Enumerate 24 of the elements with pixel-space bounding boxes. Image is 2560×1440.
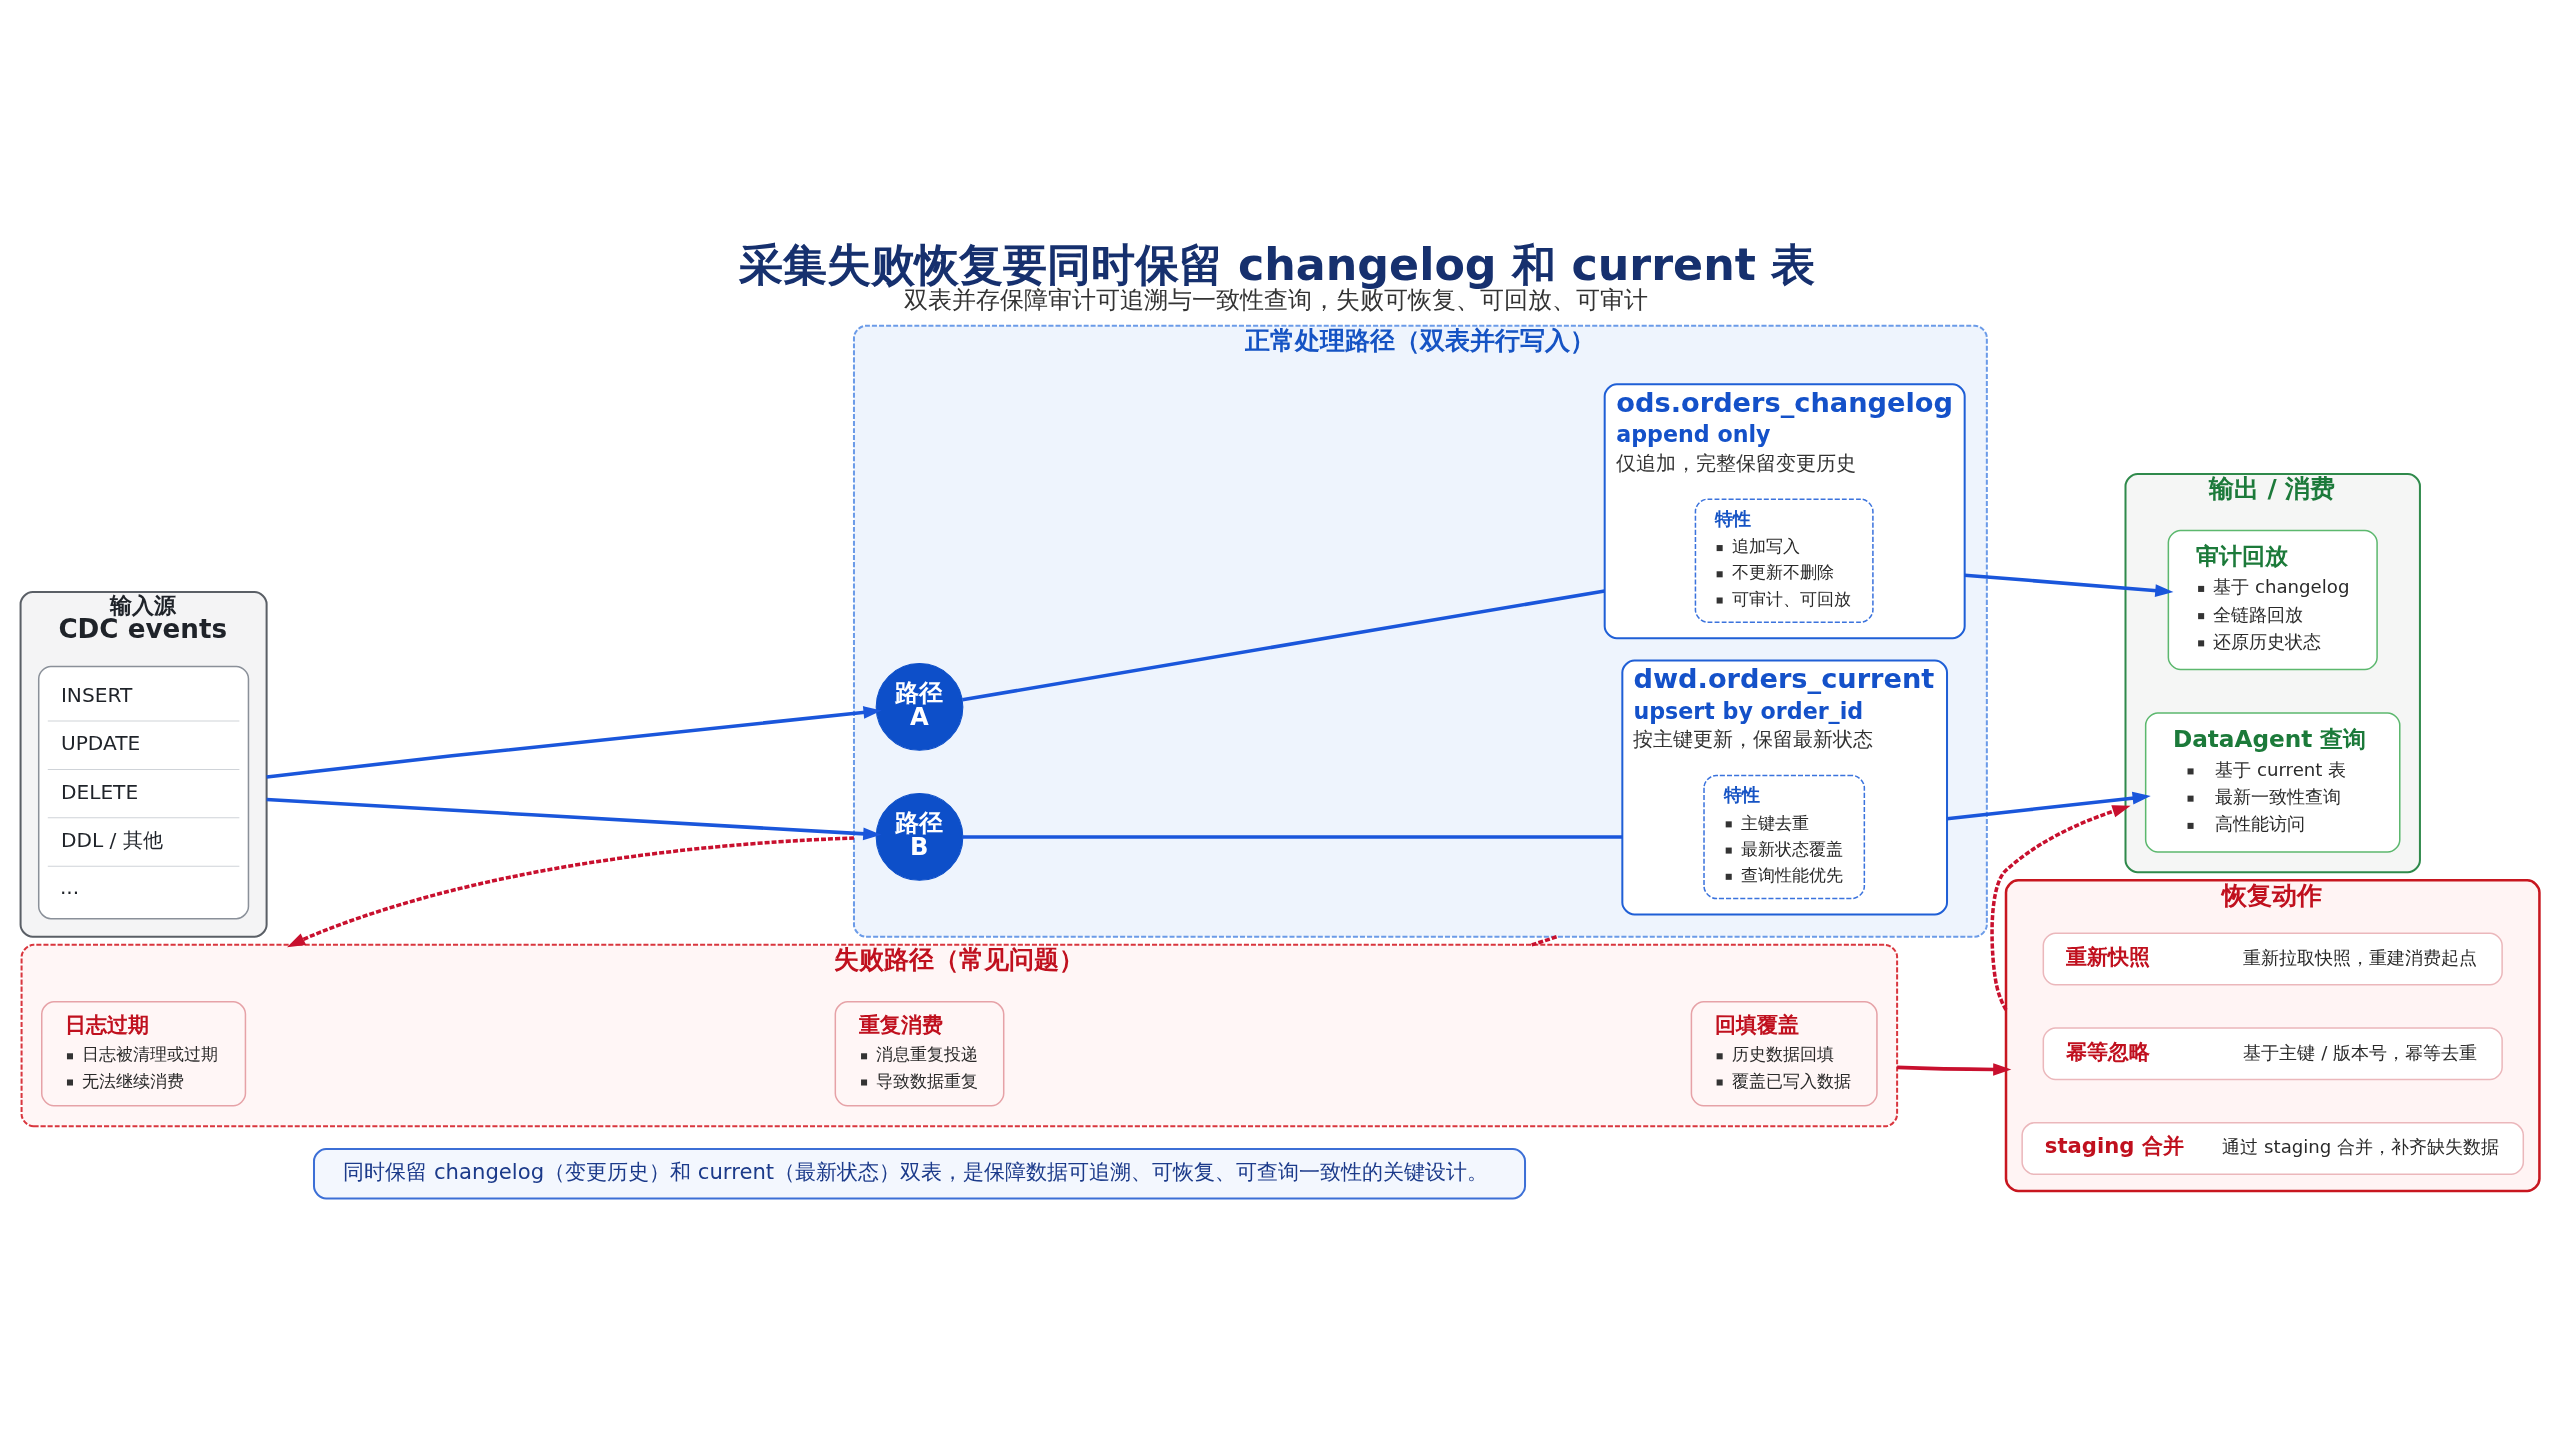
node-box: 重复消费 消息重复投递 导致数据重复 (834, 1001, 1005, 1107)
arrow (1990, 805, 2131, 1011)
arrow (266, 797, 882, 841)
connector (962, 589, 1605, 702)
node-box: 幂等忽略 基于主键 / 版本号，幂等去重 (2042, 1027, 2503, 1081)
node-box: 重新快照 重新拉取快照，重建消费起点 (2042, 932, 2503, 986)
arrow (266, 706, 882, 779)
node-circle: 路径 B (875, 793, 964, 881)
connector (963, 835, 1623, 839)
arrow (1964, 573, 2174, 597)
node-circle: 路径 A (875, 663, 964, 751)
arrow (1946, 791, 2151, 821)
node-box: 回填覆盖 历史数据回填 覆盖已写入数据 (1690, 1001, 1878, 1107)
node-box: 审计回放 基于 changelog 全链路回放 还原历史状态 (2167, 529, 2378, 671)
node-box: INSERT UPDATE DELETE DDL / 其他 ... (37, 665, 250, 920)
node-box: staging 合并 通过 staging 合并，补齐缺失数据 (2021, 1122, 2525, 1175)
arrow (1897, 1063, 2012, 1076)
connector (1531, 935, 1558, 947)
arrow (287, 836, 855, 948)
node-box: DataAgent 查询 基于 current 表 最新一致性查询 高性能访问 (2144, 712, 2401, 853)
node-box: 特性 主键去重 最新状态覆盖 查询性能优先 (1703, 774, 1866, 900)
node-box: 同时保留 changelog（变更历史）和 current（最新状态）双表，是保障数据可追溯、可恢复、可查询一致性的关键设计。 (313, 1148, 1527, 1200)
node-box: 日志过期 日志被清理或过期 无法继续消费 (41, 1001, 247, 1107)
node-box: 特性 追加写入 不更新不删除 可审计、可回放 (1694, 498, 1874, 623)
